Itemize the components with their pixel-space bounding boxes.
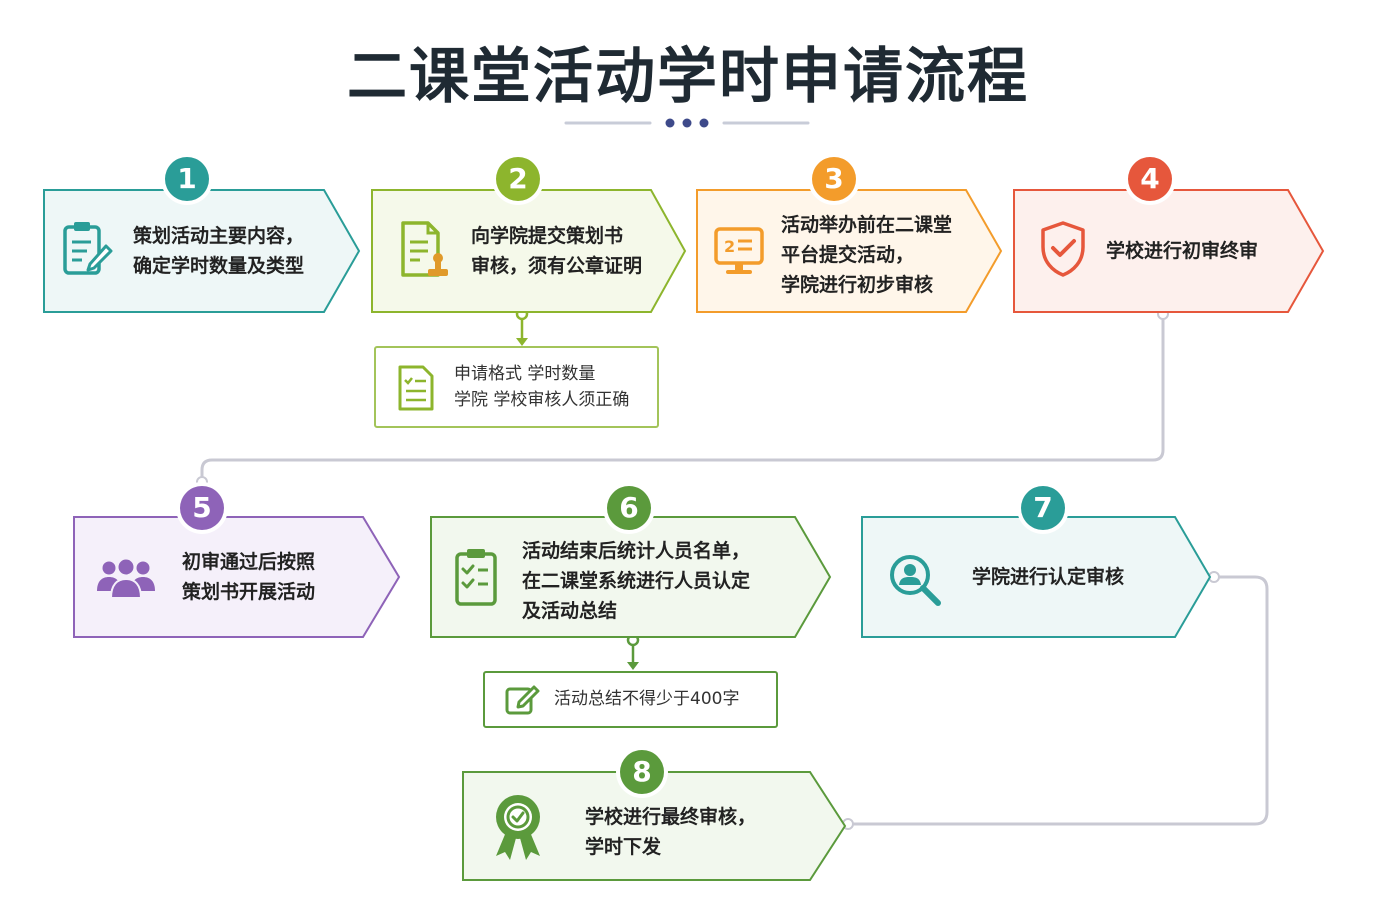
step-4-number: 4	[1128, 157, 1172, 201]
step-2-box	[371, 189, 687, 313]
connector-6-to-note	[626, 633, 640, 670]
step-5-text: 初审通过后按照 策划书开展活动	[182, 551, 316, 603]
edit-icon	[505, 685, 540, 715]
document-list-icon	[398, 365, 434, 411]
monitor-icon: 2	[714, 227, 764, 274]
step-4-box	[1013, 189, 1325, 313]
step-2-text: 向学院提交策划书 审核，须有公章证明	[471, 225, 643, 277]
step-6-number: 6	[607, 486, 651, 530]
step-1-box	[43, 189, 361, 313]
connector-2-to-note	[515, 307, 529, 346]
svg-text:2: 2	[724, 237, 735, 256]
step-8-text: 学校进行最终审核， 学时下发	[585, 806, 757, 858]
step-3-text: 活动举办前在二课堂 平台提交活动， 学院进行初步审核	[781, 214, 953, 296]
title-divider	[564, 118, 810, 128]
step-7-box	[861, 516, 1212, 638]
step-4-text: 学校进行初审终审	[1106, 240, 1259, 262]
clipboard-pen-icon	[63, 222, 113, 275]
checklist-icon	[455, 549, 497, 606]
step-6-text: 活动结束后统计人员名单， 在二课堂系统进行人员认定 及活动总结	[522, 540, 751, 622]
step-3-box	[696, 189, 1003, 313]
note-summary-length-text: 活动总结不得少于400字	[554, 689, 740, 709]
step-5-box	[73, 516, 401, 638]
document-stamp-icon	[401, 221, 448, 277]
connector-7-to-8	[848, 575, 1269, 826]
step-8-box	[462, 771, 847, 881]
step-5-number: 5	[180, 486, 224, 530]
step-2-number: 2	[496, 157, 540, 201]
shield-check-icon	[1041, 221, 1085, 277]
connector-4-to-5	[200, 314, 1165, 484]
step-1-text: 策划活动主要内容， 确定学时数量及类型	[133, 225, 305, 277]
step-1-number: 1	[165, 157, 209, 201]
page-title: 二课堂活动学时申请流程	[347, 42, 1029, 112]
step-6-box	[430, 516, 832, 638]
award-badge-icon	[496, 795, 540, 860]
step-8-number: 8	[620, 750, 664, 794]
step-7-number: 7	[1021, 486, 1065, 530]
step-3-number: 3	[812, 157, 856, 201]
step-7-text: 学院进行认定审核	[972, 566, 1125, 588]
search-user-icon	[890, 555, 941, 606]
note-application-format-box	[374, 346, 659, 428]
people-icon	[97, 557, 155, 599]
note-application-format-text: 申请格式 学时数量 学院 学校审核人须正确	[454, 364, 630, 410]
